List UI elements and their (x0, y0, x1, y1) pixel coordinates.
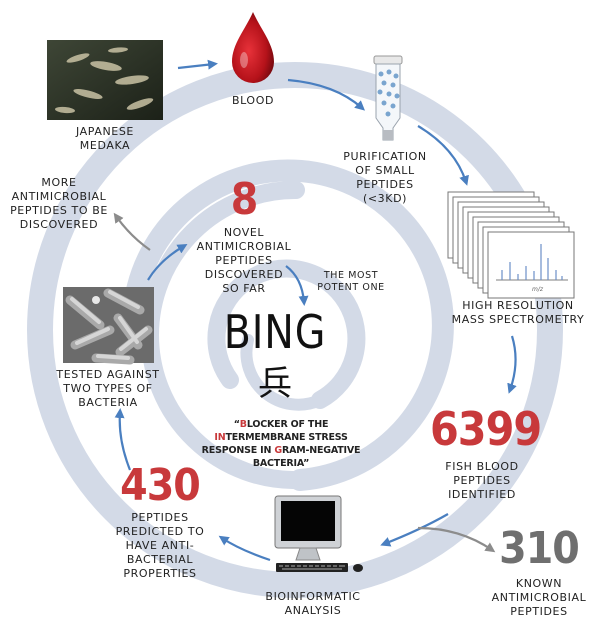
bing-acronym: “BLOCKER OF THE INTERMEMBRANE STRESS RES… (196, 418, 366, 470)
label-predicted-peptides: PEPTIDES PREDICTED TO HAVE ANTI- BACTERI… (115, 511, 205, 580)
bacteria-photo-icon (63, 287, 154, 365)
label-blood: BLOOD (231, 94, 275, 107)
bing-title: BING (223, 305, 327, 359)
acronym-highlight: IN (214, 432, 226, 443)
number-known-peptides: 310 (499, 523, 580, 574)
label-purification: PURIFICATION OF SMALL PEPTIDES (<3kD) (343, 150, 427, 205)
acronym-text: TERMEMBRANE STRESS RESPONSE IN (201, 432, 348, 456)
acronym-text: LOCKER OF THE (246, 419, 329, 430)
acronym-highlight: B (239, 419, 247, 430)
spectrum-axis-label: m/z (532, 286, 544, 293)
label-bioinformatic-analysis: BIOINFORMATIC ANALYSIS (265, 590, 361, 617)
label-more-peptides: MORE ANTIMICROBIAL PEPTIDES TO BE DISCOV… (10, 176, 108, 231)
flow-arrows (113, 59, 517, 562)
number-novel-peptides: 8 (230, 174, 259, 225)
label-most-potent: THE MOST POTENT ONE (317, 270, 385, 293)
fish-photo-icon (47, 40, 163, 120)
bing-kanji: 兵 (258, 364, 292, 404)
acronym-text: “ (233, 419, 240, 430)
number-fish-blood-peptides: 6399 (430, 402, 542, 456)
label-fish-blood-peptides: FISH BLOOD PEPTIDES IDENTIFIED (445, 460, 519, 501)
computer-icon (274, 495, 363, 572)
label-tested-against-bacteria: TESTED AGAINST TWO TYPES OF BACTERIA (56, 368, 160, 409)
test-tube-icon (373, 55, 403, 141)
acronym-text: RAM-NEGATIVE BACTERIA” (252, 445, 361, 469)
label-novel-peptides: NOVEL ANTIMICROBIAL PEPTIDES DISCOVERED … (196, 226, 292, 295)
label-known-peptides: KNOWN ANTIMICROBIAL PEPTIDES (491, 577, 587, 618)
spiral-background (27, 62, 563, 598)
label-mass-spectrometry: HIGH RESOLUTION MASS SPECTROMETRY (451, 299, 585, 326)
blood-drop-icon (232, 12, 274, 83)
acronym-highlight: G (274, 445, 282, 456)
number-predicted-peptides: 430 (120, 460, 201, 511)
label-japanese-medaka: JAPANESE MEDAKA (76, 125, 134, 152)
spectrum-stack-icon (447, 191, 575, 299)
